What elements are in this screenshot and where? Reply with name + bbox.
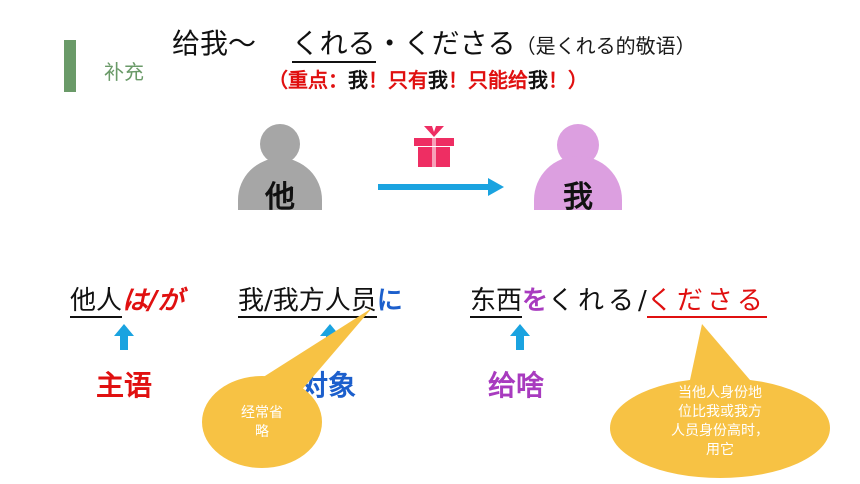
omit-bubble (202, 376, 322, 468)
title-chinese: 给我～ (172, 27, 257, 60)
emphasis-wo-2: 我 (428, 68, 448, 92)
honorific-note-line-1: 当他人身份地 (678, 385, 762, 401)
verb-slash: / (638, 286, 647, 316)
omit-bubble-text: 经常省 略 (212, 404, 312, 442)
give-arrow-icon (378, 178, 504, 196)
emphasis-wo-1: 我 (348, 68, 368, 92)
honorific-note-line-3: 人员身份高时， (671, 423, 769, 439)
receiver-person-icon (534, 124, 622, 210)
omit-note-line-1: 经常省 (241, 405, 283, 421)
verb-honorific: くださる (646, 286, 767, 318)
receiver-head (557, 124, 599, 166)
honorific-note-line-4: 用它 (706, 442, 734, 458)
title-note: （是くれる的敬语） (515, 34, 696, 58)
subject-up-arrow-icon (114, 324, 134, 350)
giver-body (238, 158, 322, 210)
honorific-bubble (610, 378, 830, 478)
title-kudasaru: くださる (403, 27, 516, 60)
honorific-bubble-text: 当他人身份地 位比我或我方 人员身份高时， 用它 (640, 384, 800, 460)
pattern-object-verb: 东西をくれる/くださる (470, 280, 767, 318)
object-word: 东西 (470, 286, 523, 318)
honorific-note-line-2: 位比我或我方 (678, 404, 762, 420)
receiver-label: 我 (563, 180, 593, 215)
subject-particle: は/が (122, 286, 184, 316)
role-object: 给啥 (488, 369, 545, 402)
emphasis-open: （重点： (268, 68, 348, 92)
page-title: 给我～ くれる・くださる（是くれる的敬语） (172, 22, 696, 63)
section-accent-bar (64, 40, 76, 92)
receiver-body (534, 156, 622, 210)
recipient-particle: に (376, 286, 403, 316)
gift-icon (414, 126, 454, 167)
giver-person-icon (238, 124, 322, 210)
object-particle: を (522, 286, 549, 316)
gift-ribbon (432, 138, 436, 167)
arrow-shaft (378, 184, 490, 190)
emphasis-text-2: ！只能给 (448, 68, 528, 92)
emphasis-close: ！） (548, 68, 588, 92)
emphasis-text-1: ！只有 (368, 68, 428, 92)
arrow-head (488, 178, 504, 196)
title-kureru: くれる (291, 27, 376, 63)
emphasis-wo-3: 我 (528, 68, 548, 92)
honorific-bubble-tail (690, 324, 750, 380)
emphasis-note: （重点：我！只有我！只能给我！） (268, 64, 588, 93)
object-up-arrow-icon (510, 324, 530, 350)
giver-label: 他 (265, 180, 295, 215)
subject-word: 他人 (70, 286, 123, 318)
pattern-subject: 他人は/が (70, 280, 184, 318)
title-dot: ・ (375, 27, 404, 60)
gift-bow (424, 126, 444, 137)
recipient-word: 我/我方人员 (238, 286, 377, 318)
role-subject: 主语 (96, 369, 153, 402)
pattern-recipient: 我/我方人员に (238, 280, 403, 318)
supplement-label: 补充 (104, 60, 144, 84)
omit-note-line-2: 略 (255, 424, 269, 440)
giver-head (260, 124, 300, 164)
verb-plain: くれる (548, 286, 639, 316)
